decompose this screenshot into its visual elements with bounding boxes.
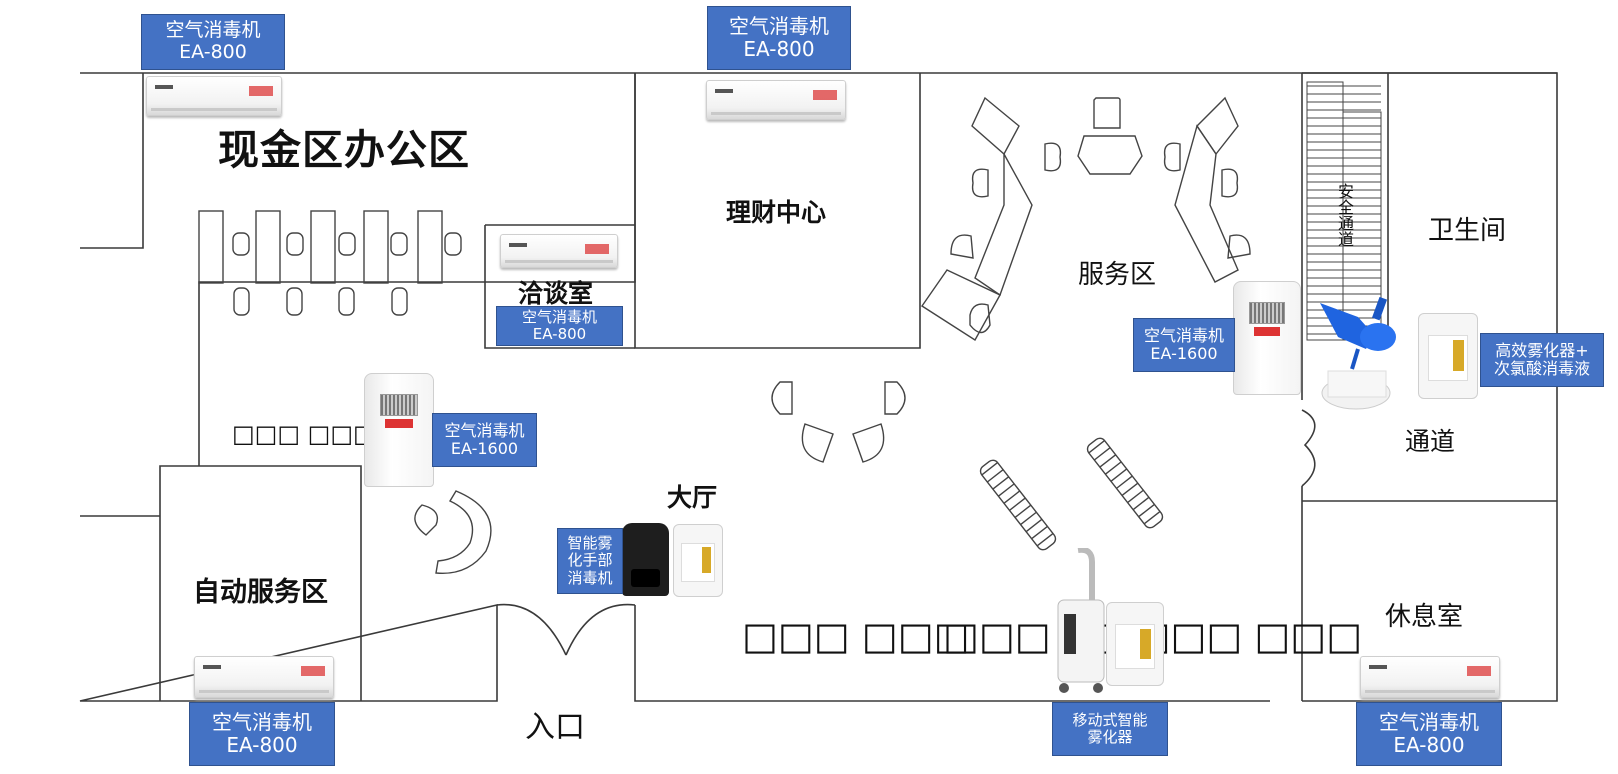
mobile-atomizer-device bbox=[1057, 548, 1105, 693]
bench-slat bbox=[986, 469, 1004, 483]
room-service-area: 服务区 bbox=[1078, 260, 1157, 290]
room-self-service: 自动服务区 bbox=[193, 577, 328, 608]
office-desks bbox=[198, 210, 462, 316]
label-ac-negotiation: 空气消毒机 EA-800 bbox=[496, 306, 623, 346]
bench-slat bbox=[992, 476, 1010, 490]
bench-slat bbox=[1143, 510, 1161, 525]
bench-slat bbox=[1110, 468, 1128, 482]
unreadable-label-1: □□□ □□□ bbox=[232, 420, 376, 448]
label-name: 空气消毒机 bbox=[729, 14, 829, 38]
label-line: 移动式智能 bbox=[1072, 710, 1148, 729]
room-hall: 大厅 bbox=[667, 483, 718, 512]
label-ac-top-left: 空气消毒机 EA-800 bbox=[141, 14, 285, 70]
wall-self-service bbox=[159, 465, 362, 701]
room-safety-exit: 安全通道 bbox=[1335, 183, 1354, 247]
label-line: 高效雾化器+ bbox=[1495, 340, 1589, 360]
entrance-door bbox=[496, 603, 636, 656]
room-finance-center: 理财中心 bbox=[726, 198, 827, 227]
wall-negotiation bbox=[484, 224, 635, 349]
wall-ac-top-left bbox=[146, 76, 282, 116]
bench-slat bbox=[1036, 532, 1054, 547]
label-atomizer: 高效雾化器+ 次氯酸消毒液 bbox=[1480, 333, 1604, 387]
wall-stair bbox=[1302, 72, 1557, 340]
label-line: 智能雾 bbox=[567, 534, 613, 553]
bench-slat bbox=[1121, 482, 1139, 497]
label-name: 空气消毒机 bbox=[1379, 710, 1479, 734]
label-model: EA-800 bbox=[179, 41, 247, 63]
room-passage: 通道 bbox=[1405, 427, 1456, 456]
wall-finance bbox=[634, 73, 921, 349]
label-model: EA-800 bbox=[743, 37, 815, 61]
bench-slat bbox=[997, 483, 1015, 497]
room-restroom: 卫生间 bbox=[1428, 216, 1507, 246]
bench-slat bbox=[1025, 518, 1043, 533]
label-model: EA-800 bbox=[226, 733, 298, 757]
bench-slat bbox=[1138, 503, 1155, 518]
room-lounge: 休息室 bbox=[1385, 602, 1464, 632]
bench-slat bbox=[1014, 504, 1032, 519]
label-ac-bottom-left: 空气消毒机 EA-800 bbox=[189, 702, 335, 766]
bench-slat bbox=[1020, 511, 1037, 526]
label-ac-bottom-right: 空气消毒机 EA-800 bbox=[1356, 702, 1502, 766]
bench-slat bbox=[1127, 489, 1144, 504]
service-counters bbox=[921, 96, 1251, 341]
label-name: 空气消毒机 bbox=[165, 19, 261, 42]
waiting-benches bbox=[979, 437, 1164, 551]
bench-slat bbox=[1088, 440, 1105, 454]
label-line: 次氯酸消毒液 bbox=[1493, 359, 1590, 378]
label-model: EA-1600 bbox=[450, 439, 519, 458]
bench-slat bbox=[1099, 454, 1117, 468]
label-model: EA-800 bbox=[532, 325, 587, 343]
wall-ac-negotiation bbox=[500, 234, 618, 268]
room-entrance: 入口 bbox=[525, 710, 585, 745]
wall-ac-top-center bbox=[706, 80, 846, 120]
label-model: EA-800 bbox=[1393, 733, 1465, 757]
label-name: 空气消毒机 bbox=[212, 710, 312, 734]
bench-slat bbox=[1009, 497, 1026, 511]
bench-slat bbox=[1031, 525, 1048, 540]
label-ac-top-center: 空气消毒机 EA-800 bbox=[707, 6, 851, 70]
label-tower-right: 空气消毒机 EA-1600 bbox=[1133, 318, 1235, 372]
label-line: 消毒机 bbox=[567, 568, 613, 587]
wall-left-nook bbox=[80, 73, 144, 249]
tower-air-disinfector-left bbox=[364, 373, 434, 487]
tower-air-disinfector-right bbox=[1233, 281, 1301, 395]
disinfectant-bottle-hall bbox=[673, 524, 723, 597]
disinfectant-bottle-hall-right bbox=[1106, 602, 1164, 686]
room-cash-office: 现金区办公区 bbox=[218, 126, 470, 174]
label-name: 空气消毒机 bbox=[1143, 325, 1224, 345]
atomizer-sprayer bbox=[1320, 297, 1396, 410]
label-model: EA-1600 bbox=[1150, 344, 1218, 363]
label-line: 化手部 bbox=[567, 551, 613, 570]
bench-slat bbox=[1093, 447, 1111, 461]
passage-door bbox=[1301, 409, 1316, 487]
staircase bbox=[1306, 81, 1382, 341]
hand-disinfector-device bbox=[622, 523, 669, 596]
label-name: 空气消毒机 bbox=[521, 307, 597, 326]
room-negotiation: 洽谈室 bbox=[518, 279, 594, 308]
unreadable-label-2: □□□ □□□ bbox=[742, 614, 970, 658]
outer-wall bbox=[79, 72, 1558, 702]
bench-slat bbox=[1132, 496, 1150, 511]
label-tower-left: 空气消毒机 EA-1600 bbox=[432, 413, 537, 467]
hall-chairs bbox=[414, 381, 906, 575]
bench-slat bbox=[981, 462, 998, 476]
label-name: 空气消毒机 bbox=[444, 420, 525, 440]
wall-ac-bottom-left bbox=[194, 656, 334, 698]
bench-slat bbox=[1003, 490, 1021, 504]
bench-slat bbox=[1116, 475, 1133, 489]
wall-ac-bottom-right bbox=[1360, 656, 1500, 698]
disinfectant-bottle-passage bbox=[1418, 313, 1478, 399]
bench-slat bbox=[1104, 461, 1122, 475]
label-line: 雾化器 bbox=[1087, 728, 1133, 746]
label-mobile-atomizer: 移动式智能 雾化器 bbox=[1052, 702, 1168, 756]
label-hand-disinfector: 智能雾 化手部 消毒机 bbox=[557, 528, 623, 594]
